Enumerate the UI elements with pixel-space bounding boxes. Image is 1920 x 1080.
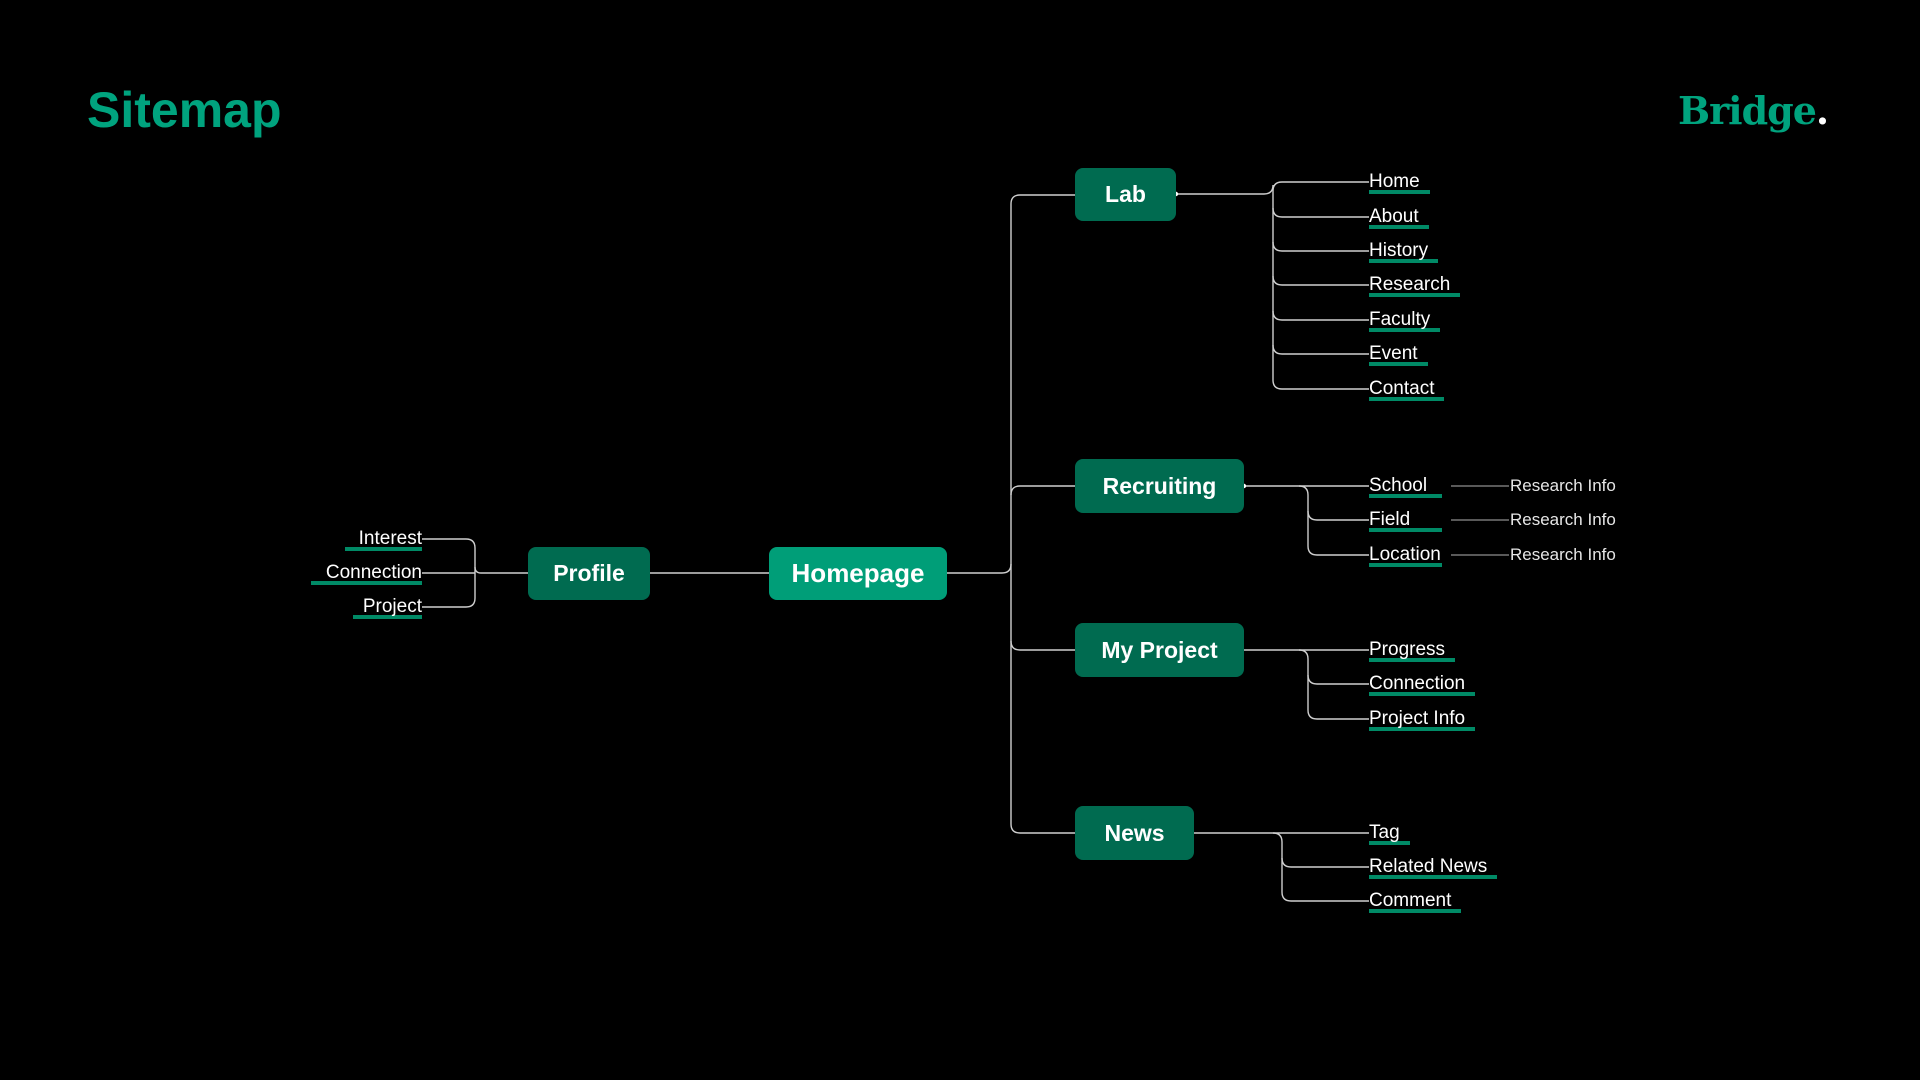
node-lab[interactable]: Lab: [1075, 168, 1176, 221]
node-recruiting[interactable]: Recruiting: [1075, 459, 1244, 513]
brand-logo: Bridge.: [1678, 86, 1829, 136]
page-title: Sitemap: [87, 82, 282, 138]
leaf-school[interactable]: School: [1369, 474, 1442, 498]
leaf-progress[interactable]: Progress: [1369, 638, 1456, 662]
connector-line: [422, 538, 476, 549]
leaf-research[interactable]: Research: [1369, 273, 1461, 297]
connector-line: [1272, 181, 1369, 192]
connector-line: [1272, 207, 1369, 218]
leaf-field[interactable]: Field: [1369, 508, 1442, 532]
leaf-related-news[interactable]: Related News: [1369, 855, 1498, 879]
connector-line: [1194, 832, 1283, 843]
leaf-event[interactable]: Event: [1369, 342, 1428, 366]
leaf-comment[interactable]: Comment: [1369, 889, 1462, 913]
node-homepage[interactable]: Homepage: [769, 547, 947, 600]
sub-research-info[interactable]: Research Info: [1510, 476, 1616, 495]
connector-line: [1272, 379, 1369, 390]
brand-name: Bridge: [1678, 88, 1817, 133]
leaf-location[interactable]: Location: [1369, 543, 1442, 567]
leaf-tag[interactable]: Tag: [1369, 821, 1410, 845]
leaf-about[interactable]: About: [1369, 205, 1429, 229]
connector-line: [947, 563, 1012, 574]
leaf-contact[interactable]: Contact: [1369, 377, 1445, 401]
brand-dot: .: [1815, 88, 1829, 133]
connector-line: [1010, 485, 1075, 496]
connector-line: [1244, 485, 1309, 496]
leaf-connection[interactable]: Connection: [1369, 672, 1476, 696]
connector-line: [1272, 344, 1369, 355]
connector-line: [1307, 674, 1369, 685]
connector-line: [1272, 310, 1369, 321]
leaf-home[interactable]: Home: [1369, 170, 1430, 194]
leaf-connection[interactable]: Connection: [310, 561, 422, 585]
connector-line: [474, 566, 528, 574]
connector-line: [1010, 194, 1075, 205]
connector-line: [1176, 184, 1274, 195]
connector-line: [1272, 275, 1369, 286]
connector-line: [1307, 709, 1369, 720]
connector-line: [1281, 857, 1369, 868]
connector-line: [1307, 510, 1369, 521]
node-news[interactable]: News: [1075, 806, 1194, 860]
sub-research-info[interactable]: Research Info: [1510, 545, 1616, 564]
leaf-faculty[interactable]: Faculty: [1369, 308, 1441, 332]
connector-line: [1244, 649, 1309, 660]
connector-line: [1272, 241, 1369, 252]
connector-line: [1010, 640, 1075, 651]
connector-line: [1307, 545, 1369, 556]
leaf-project[interactable]: Project: [352, 595, 422, 619]
leaf-project-info[interactable]: Project Info: [1369, 707, 1476, 731]
connector-line: [422, 597, 476, 608]
leaf-history[interactable]: History: [1369, 239, 1439, 263]
connector-line: [1281, 891, 1369, 902]
node-profile[interactable]: Profile: [528, 547, 650, 600]
sub-research-info[interactable]: Research Info: [1510, 510, 1616, 529]
connector-line: [1010, 823, 1075, 834]
node-my-project[interactable]: My Project: [1075, 623, 1244, 677]
leaf-interest[interactable]: Interest: [344, 527, 422, 551]
